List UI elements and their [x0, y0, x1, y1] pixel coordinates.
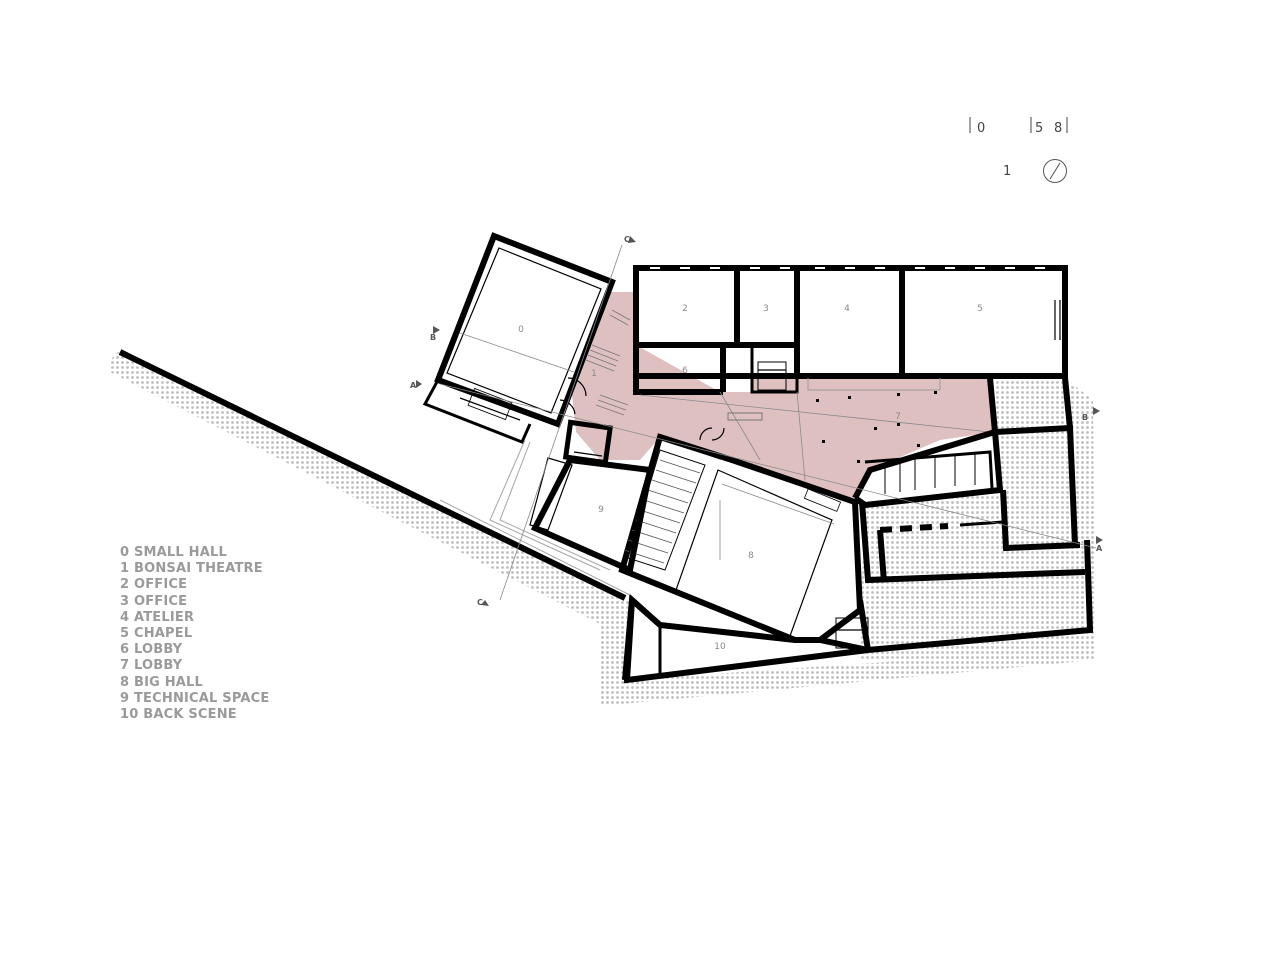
legend-item: 10 BACK SCENE	[120, 707, 237, 723]
terrain-hatch	[110, 350, 1095, 706]
section-arrow-icon	[416, 380, 422, 388]
legend-item: 2 OFFICE	[120, 577, 188, 593]
room-label-10: 10	[714, 642, 726, 652]
legend-item: 9 TECHNICAL SPACE	[120, 690, 270, 706]
scale-label-0: 0	[977, 121, 985, 136]
section-label-a-left: A	[410, 381, 417, 390]
room-back-scene	[622, 593, 869, 684]
retaining-wall	[118, 349, 627, 601]
scale-label-5: 5	[1035, 121, 1043, 136]
legend-item: 5 CHAPEL	[120, 626, 193, 642]
section-arrow-icon	[433, 326, 440, 334]
room-label-1: 1	[591, 369, 597, 379]
room-row-top	[633, 265, 1068, 395]
room-small-hall	[422, 232, 616, 444]
lobby-details	[585, 309, 991, 481]
scale-bar: 0 5 8	[969, 117, 1068, 136]
room-legend: 0 SMALL HALL 1 BONSAI THEATRE 2 OFFICE 3…	[120, 545, 269, 723]
north-arrow-icon	[1043, 159, 1067, 183]
room-label-7: 7	[895, 412, 901, 422]
level-number: 1	[1003, 164, 1011, 179]
lobby-east-wall	[852, 377, 999, 500]
legend-item: 1 BONSAI THEATRE	[120, 561, 263, 577]
room-labels: 0 1 2 3 4 5 6 7 8 9 10	[518, 304, 983, 652]
legend-item: 6 LOBBY	[120, 642, 183, 658]
section-label-a-right: A	[1096, 544, 1103, 553]
section-lines: C C B B A A	[410, 235, 1103, 607]
room-technical-space	[529, 419, 654, 575]
section-label-b-left: B	[430, 333, 436, 342]
room-label-3: 3	[763, 304, 769, 314]
legend-item: 8 BIG HALL	[120, 674, 204, 690]
legend-item: 7 LOBBY	[120, 658, 183, 674]
section-arrow-icon	[1093, 407, 1100, 415]
section-arrow-icon	[481, 600, 489, 606]
room-service-block	[853, 377, 1094, 654]
room-label-2: 2	[682, 304, 688, 314]
section-arrow-icon	[628, 236, 636, 243]
room-label-4: 4	[844, 304, 850, 314]
legend-item: 0 SMALL HALL	[120, 545, 227, 560]
scale-label-8: 8	[1054, 121, 1062, 136]
section-label-b-right: B	[1082, 413, 1088, 422]
level-marker: 1	[1003, 159, 1067, 183]
room-label-0: 0	[518, 325, 524, 335]
room-label-5: 5	[977, 304, 983, 314]
ramp-outline	[439, 439, 631, 596]
room-label-6: 6	[682, 366, 688, 376]
room-label-9: 9	[598, 505, 604, 515]
section-label-c-top: C	[624, 235, 630, 244]
room-label-8: 8	[748, 551, 754, 561]
section-label-c-bottom: C	[477, 598, 483, 607]
section-arrow-icon	[1096, 536, 1103, 544]
legend-item: 4 ATELIER	[120, 609, 195, 625]
lobby-fill	[572, 292, 995, 498]
legend-item: 3 OFFICE	[120, 593, 188, 609]
